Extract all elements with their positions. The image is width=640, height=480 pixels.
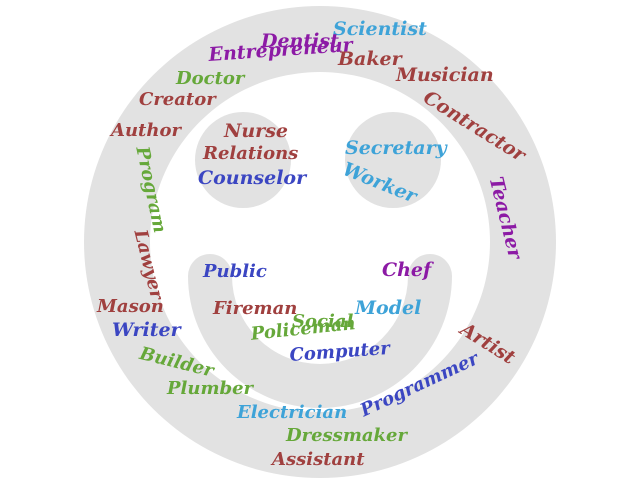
word-model: Model	[355, 297, 422, 319]
word-public: Public	[203, 261, 267, 282]
word-nurse: Nurse	[224, 120, 288, 142]
word-assistant: Assistant	[272, 449, 365, 470]
word-baker: Baker	[338, 48, 402, 70]
word-writer: Writer	[112, 319, 181, 341]
word-relations: Relations	[203, 143, 299, 164]
word-creator: Creator	[139, 89, 216, 110]
word-fireman: Fireman	[213, 298, 298, 319]
word-secretary: Secretary	[345, 137, 447, 159]
word-author: Author	[111, 120, 181, 141]
left-eye	[195, 112, 291, 208]
word-social: Social	[292, 311, 354, 332]
word-electrician: Electrician	[237, 402, 348, 423]
word-doctor: Doctor	[176, 68, 245, 89]
word-dentist: Dentist	[261, 30, 339, 52]
word-counselor: Counselor	[198, 167, 307, 189]
word-musician: Musician	[396, 64, 494, 86]
word-chef: Chef	[382, 259, 432, 281]
word-mason: Mason	[97, 296, 164, 317]
word-dressmaker: Dressmaker	[286, 425, 407, 446]
word-plumber: Plumber	[167, 378, 254, 399]
right-eye	[345, 112, 441, 208]
word-scientist: Scientist	[333, 18, 427, 40]
smile	[188, 254, 452, 408]
